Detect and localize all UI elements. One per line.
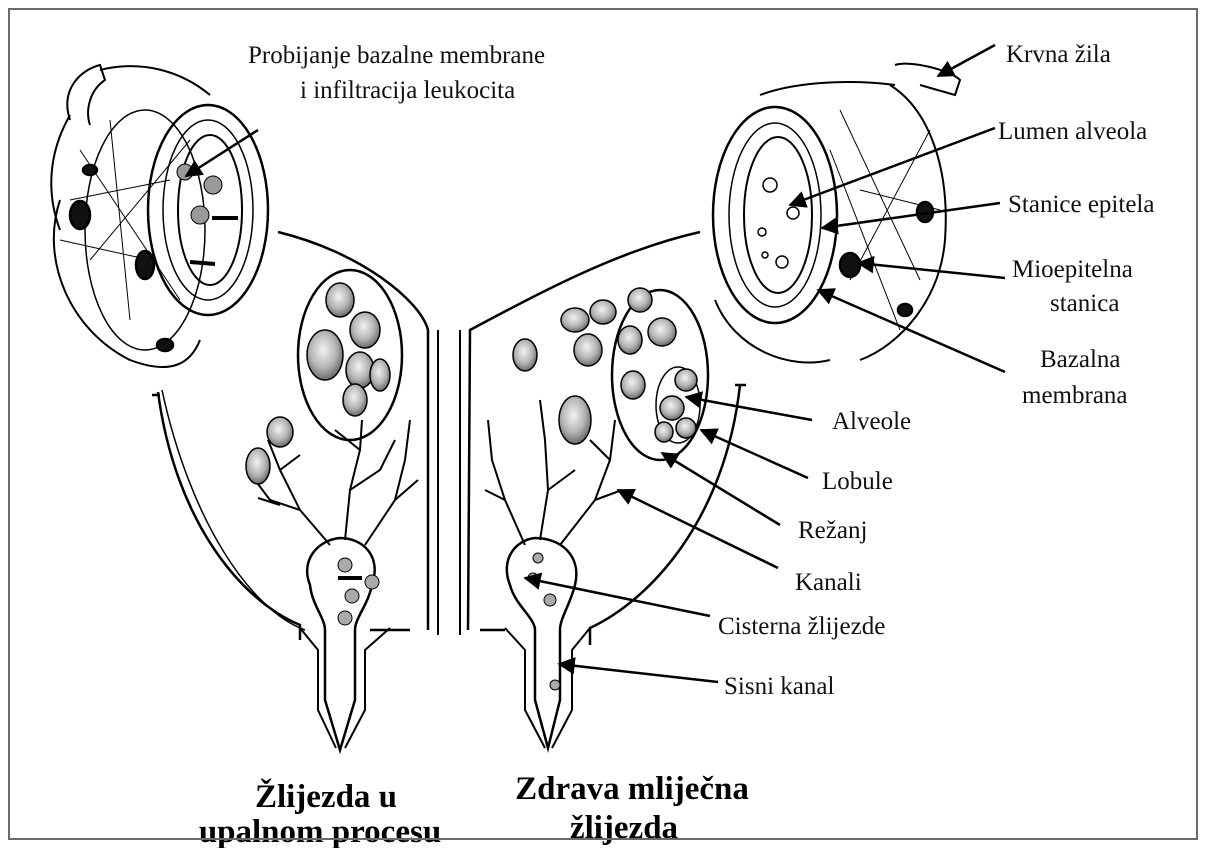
healthy-ducts xyxy=(485,400,622,545)
healthy-gland xyxy=(460,45,1005,748)
label-basal-membrane-line2: membrana xyxy=(1022,382,1128,409)
label-myoepithelial-line1: Mioepitelna xyxy=(1012,256,1133,283)
inflamed-alveolus xyxy=(51,65,268,367)
title-healthy-line2: žlijezda xyxy=(570,810,678,846)
inflamed-alveoli xyxy=(246,283,390,484)
title-inflamed-line1: Žlijezda u xyxy=(255,777,397,815)
title-inflamed-line2: upalnom procesu xyxy=(199,814,441,848)
label-epithelial-cells: Stanice epitela xyxy=(1008,191,1154,218)
label-blood-vessel: Krvna žila xyxy=(1006,41,1111,68)
label-gland-cistern: Cisterna žlijezde xyxy=(718,613,885,640)
healthy-alveoli xyxy=(513,288,697,444)
label-teat-canal: Sisni kanal xyxy=(724,673,834,700)
title-healthy-line1: Zdrava mliječna xyxy=(515,771,749,807)
label-ducts: Kanali xyxy=(795,569,862,596)
label-lobules: Lobule xyxy=(822,468,893,495)
label-myoepithelial-line2: stanica xyxy=(1050,290,1119,317)
label-lobe: Režanj xyxy=(798,517,867,544)
label-membrane-breach-line2: i infiltracija leukocita xyxy=(300,77,515,104)
healthy-cistern xyxy=(507,538,577,748)
label-alveolus-lumen: Lumen alveola xyxy=(998,118,1147,145)
label-membrane-breach-line1: Probijanje bazalne membrane xyxy=(248,42,545,69)
labels: Probijanje bazalne membrane i infiltraci… xyxy=(199,41,1155,848)
label-basal-membrane-line1: Bazalna xyxy=(1040,346,1121,373)
label-alveoli: Alveole xyxy=(832,408,911,435)
inflamed-gland xyxy=(51,65,438,750)
